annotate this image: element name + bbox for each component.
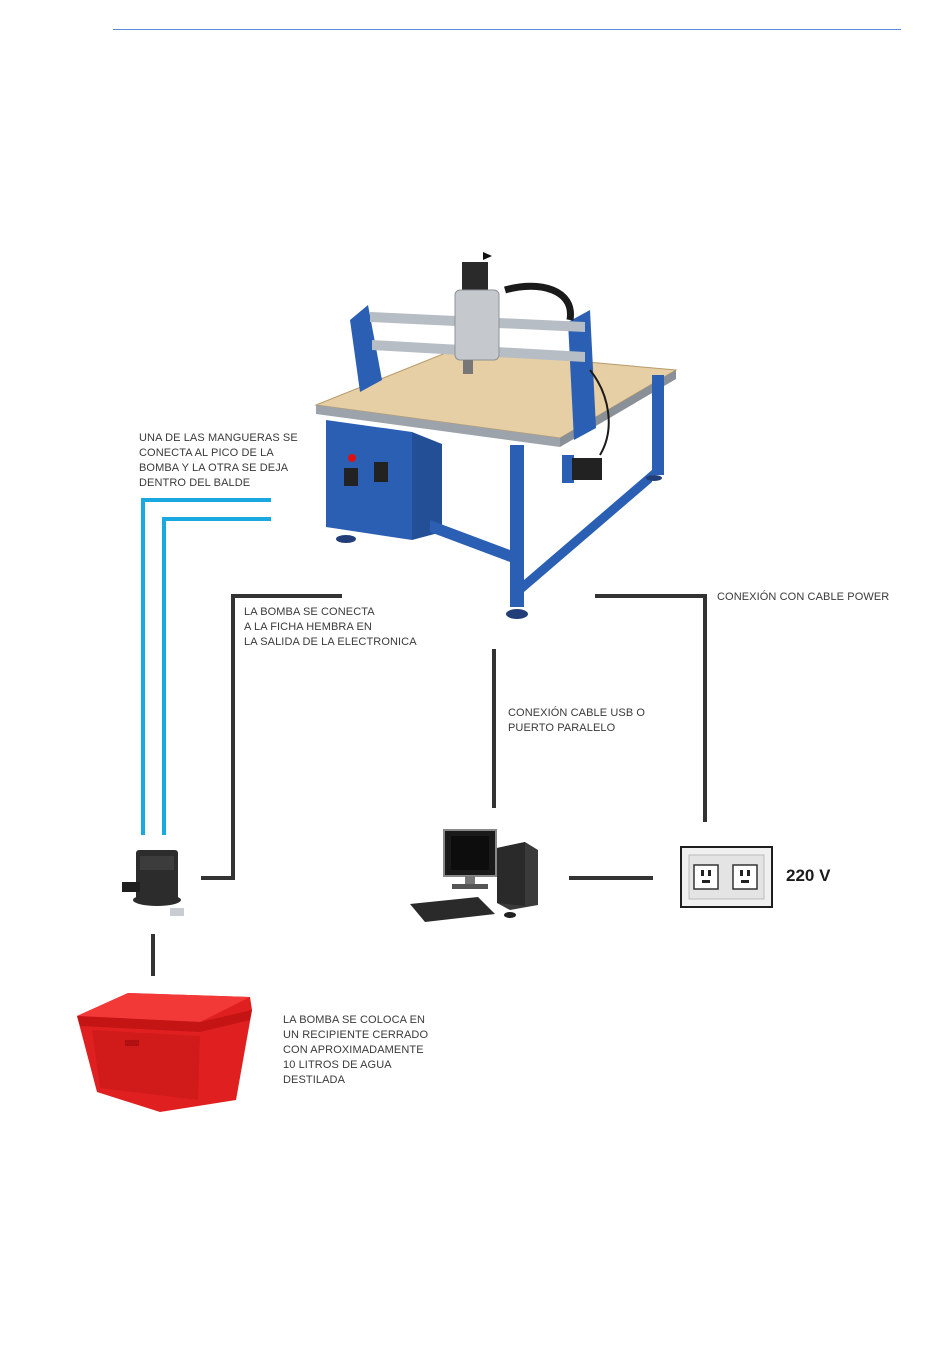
water-pump-image bbox=[122, 850, 184, 916]
cnc-router-image bbox=[314, 252, 678, 619]
wall-outlet-image bbox=[680, 846, 773, 908]
pump-cable bbox=[201, 594, 342, 880]
power-cable-label: CONEXIÓN CON CABLE POWER bbox=[717, 591, 890, 603]
voltage-label: 220 V bbox=[786, 866, 831, 885]
hose-outer bbox=[141, 498, 271, 835]
power-cable bbox=[595, 594, 707, 822]
desktop-computer-image bbox=[410, 829, 538, 922]
header-rule bbox=[113, 29, 901, 30]
pump-connection-label: LA BOMBA SE CONECTA A LA FICHA HEMBRA EN… bbox=[244, 606, 417, 648]
hoses-label: UNA DE LAS MANGUERAS SE CONECTA AL PICO … bbox=[139, 432, 298, 489]
red-container-image bbox=[77, 993, 252, 1112]
cable-lines bbox=[151, 594, 707, 976]
usb-cable-label: CONEXIÓN CABLE USB O PUERTO PARALELO bbox=[508, 707, 646, 734]
hose-lines bbox=[141, 498, 271, 835]
hose-inner bbox=[162, 517, 271, 835]
container-label: LA BOMBA SE COLOCA EN UN RECIPIENTE CERR… bbox=[283, 1014, 429, 1086]
